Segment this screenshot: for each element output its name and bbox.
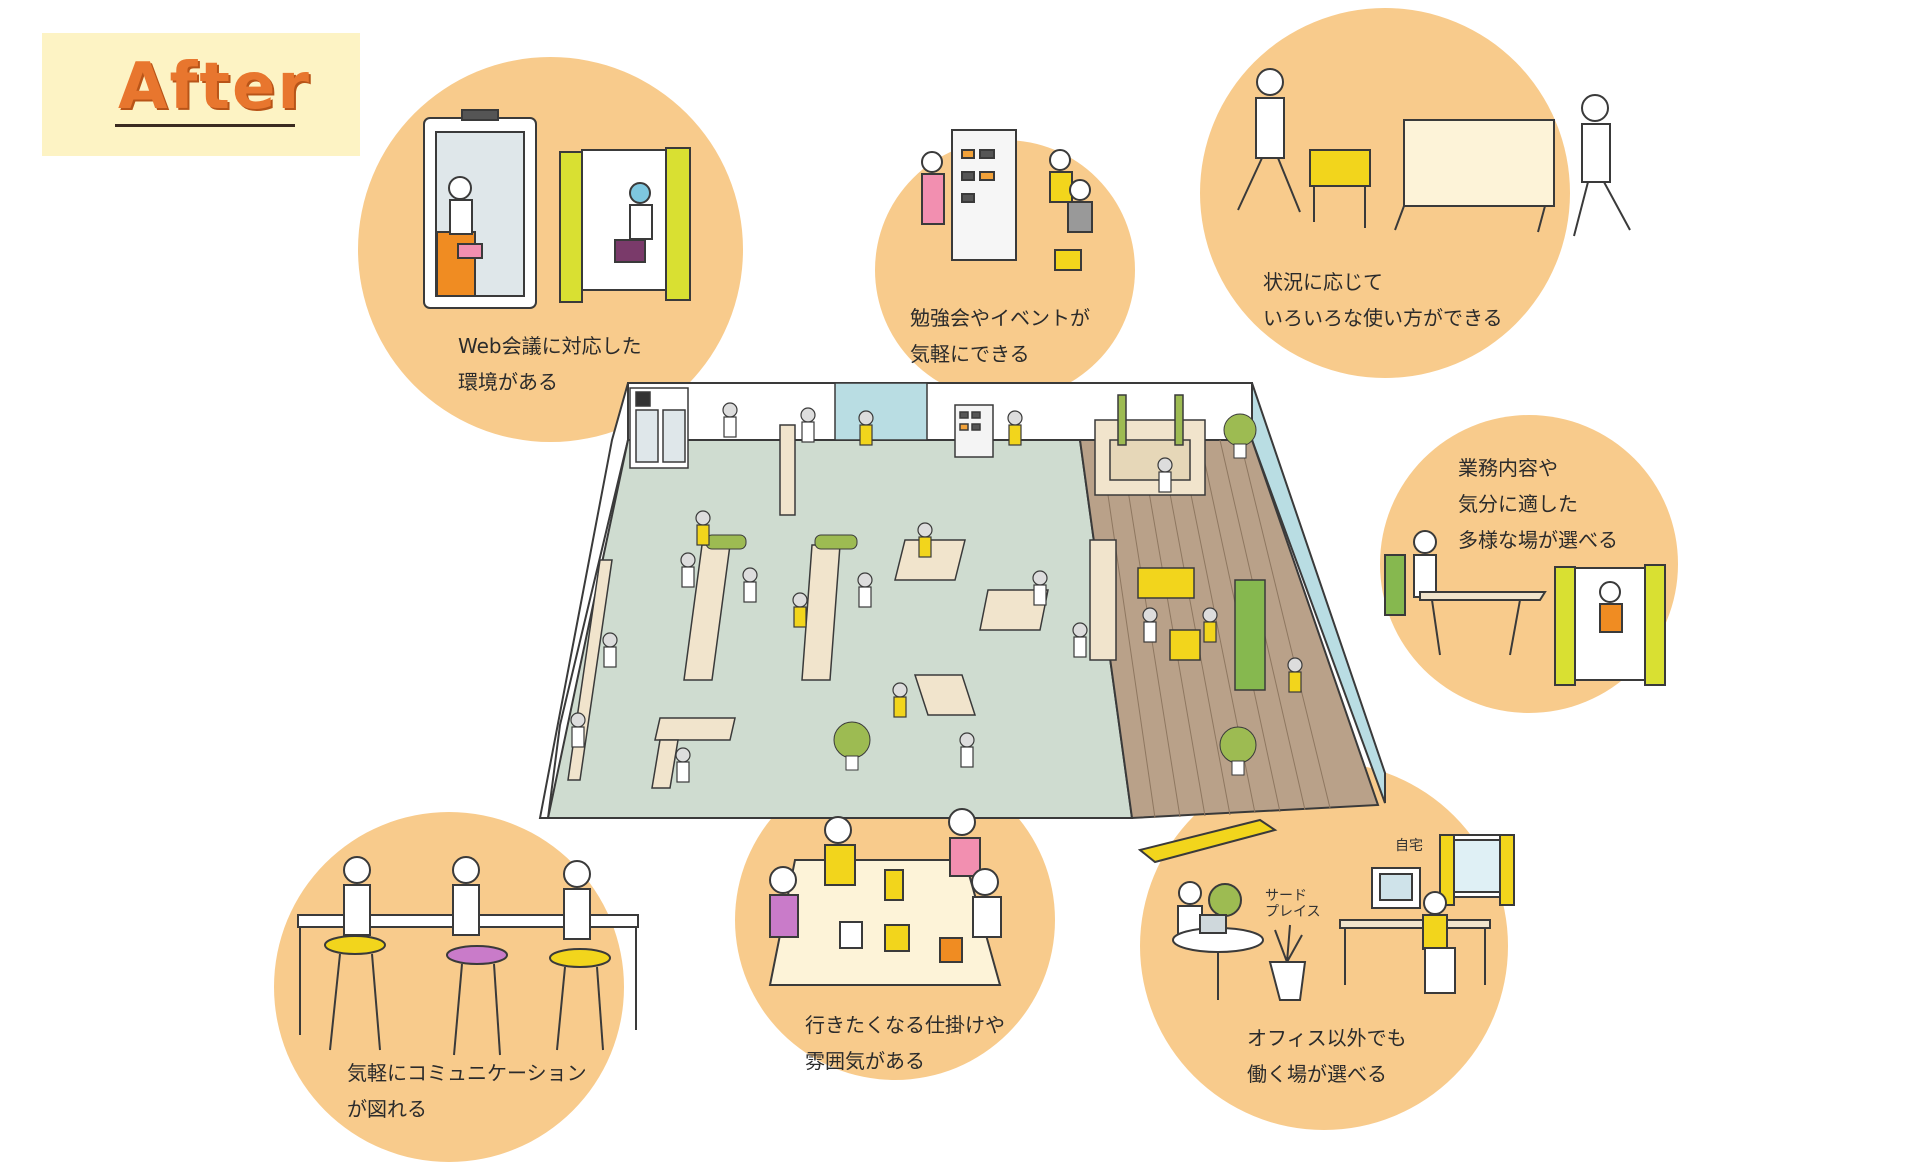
floor-people bbox=[570, 402, 1303, 783]
third-place-line1: サード bbox=[1265, 888, 1307, 904]
floor-phone-booth bbox=[629, 387, 689, 469]
choose-place-line3: 多様な場が選べる bbox=[1458, 528, 1618, 552]
web-meeting-illustration bbox=[423, 109, 691, 309]
flexible-use-illustration bbox=[1237, 68, 1631, 237]
choose-place-illustration bbox=[1384, 530, 1666, 686]
third-place-line2: プレイス bbox=[1265, 904, 1321, 920]
floor-plants bbox=[833, 413, 1257, 776]
remote-work-illustration bbox=[1137, 818, 1515, 1001]
choose-place-line1: 業務内容や bbox=[1458, 456, 1558, 480]
communication-caption: 気軽にコミュニケーション が図れる bbox=[347, 1055, 587, 1127]
third-place-label: サード プレイス bbox=[1265, 888, 1321, 920]
back-window bbox=[834, 382, 928, 441]
study-events-line1: 勉強会やイベントが bbox=[910, 306, 1090, 330]
remote-work-line2: 働く場が選べる bbox=[1247, 1062, 1387, 1086]
web-meeting-line1: Web会議に対応した bbox=[458, 334, 642, 358]
study-events-caption: 勉強会やイベントが 気軽にできる bbox=[910, 300, 1090, 372]
flexible-use-line1: 状況に応じて bbox=[1263, 270, 1383, 294]
after-underline bbox=[115, 124, 295, 127]
communication-line2: が図れる bbox=[347, 1097, 427, 1121]
web-meeting-caption: Web会議に対応した 環境がある bbox=[458, 328, 642, 400]
choose-place-caption: 業務内容や 気分に適した 多様な場が選べる bbox=[1458, 450, 1618, 558]
remote-work-line1: オフィス以外でも bbox=[1247, 1026, 1407, 1050]
meeting-tables bbox=[651, 539, 1049, 789]
floor-whiteboard bbox=[954, 404, 994, 458]
atmosphere-line1: 行きたくなる仕掛けや bbox=[805, 1013, 1005, 1037]
home-label: 自宅 bbox=[1395, 838, 1423, 854]
lounge-furniture bbox=[1089, 394, 1266, 691]
atmosphere-illustration bbox=[768, 808, 1002, 986]
after-title: After bbox=[118, 50, 311, 124]
study-events-line2: 気軽にできる bbox=[910, 342, 1030, 366]
choose-place-line2: 気分に適した bbox=[1458, 492, 1578, 516]
atmosphere-line2: 雰囲気がある bbox=[805, 1049, 925, 1073]
atmosphere-caption: 行きたくなる仕掛けや 雰囲気がある bbox=[805, 1007, 1005, 1079]
communication-line1: 気軽にコミュニケーション bbox=[347, 1061, 587, 1085]
desk-plants bbox=[705, 534, 858, 550]
after-badge bbox=[42, 33, 360, 156]
remote-work-caption: オフィス以外でも 働く場が選べる bbox=[1247, 1020, 1407, 1092]
communication-illustration bbox=[297, 856, 639, 1056]
flexible-use-caption: 状況に応じて いろいろな使い方ができる bbox=[1263, 264, 1503, 336]
study-events-illustration bbox=[921, 129, 1093, 271]
flexible-use-line2: いろいろな使い方ができる bbox=[1263, 306, 1503, 330]
web-meeting-line2: 環境がある bbox=[458, 370, 558, 394]
